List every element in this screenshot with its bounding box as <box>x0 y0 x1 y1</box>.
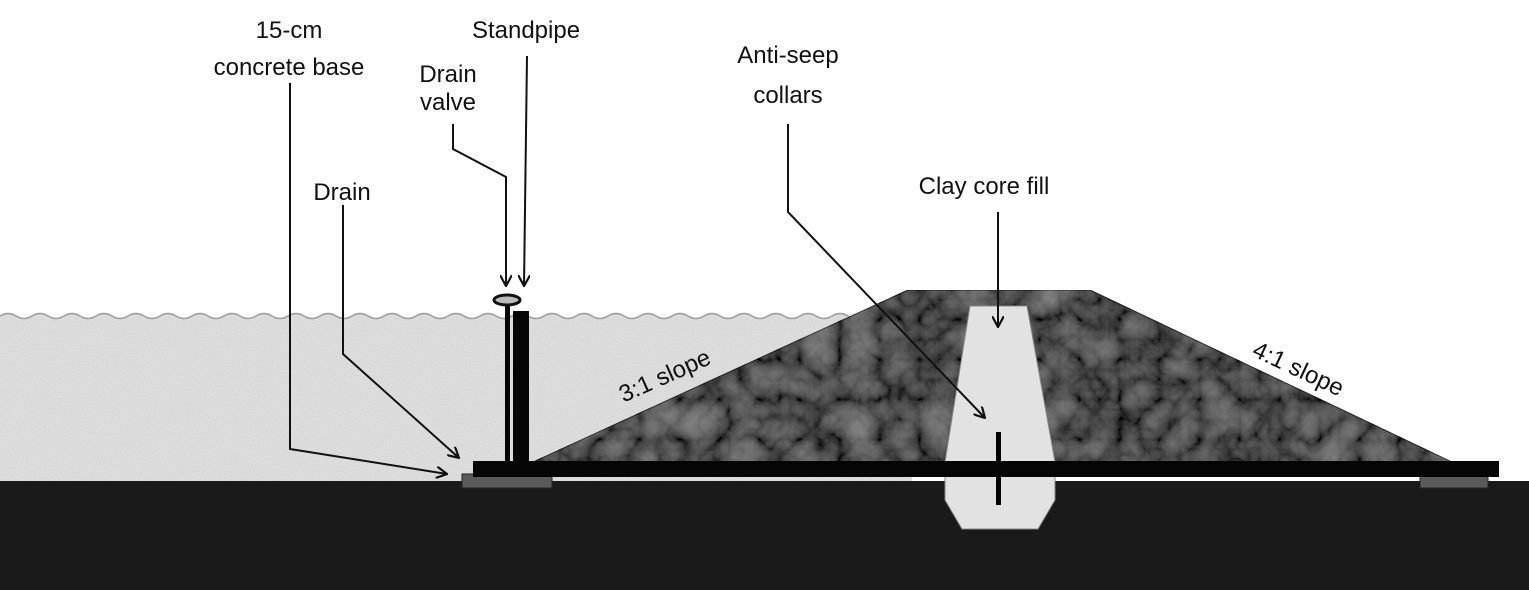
label-drain-valve-line2: valve <box>420 89 476 116</box>
anti-seep-collar <box>996 432 1001 505</box>
label-drain-valve-line1: Drain <box>419 61 476 88</box>
drain-pipe <box>473 461 1499 477</box>
ground <box>0 481 1529 590</box>
label-concrete-base-line2: concrete base <box>214 54 365 81</box>
label-clay-core-fill: Clay core fill <box>919 173 1050 200</box>
label-anti-seep-line1: Anti-seep <box>737 42 838 69</box>
standpipe-valve-stem <box>505 305 510 463</box>
drain-valve-handle <box>492 293 522 307</box>
leader-drain-valve <box>452 124 506 286</box>
label-standpipe: Standpipe <box>472 17 580 44</box>
leader-concrete-base <box>289 83 447 474</box>
leader-drain <box>342 205 459 458</box>
leader-standpipe <box>524 55 527 286</box>
standpipe <box>513 311 529 463</box>
label-drain: Drain <box>313 179 370 206</box>
water-surface-line <box>0 312 913 320</box>
label-concrete-base-line1: 15-cm <box>256 17 323 44</box>
leader-anti-seep-collars <box>787 124 985 418</box>
label-anti-seep-line2: collars <box>753 82 822 109</box>
